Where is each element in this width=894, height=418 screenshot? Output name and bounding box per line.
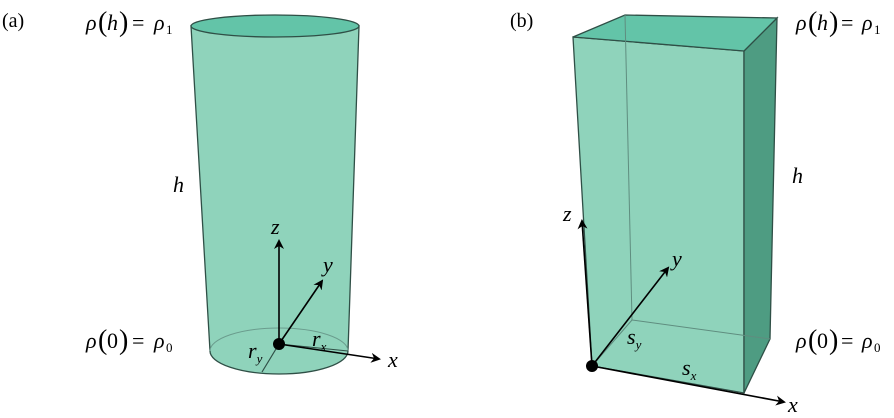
svg-text:ρ: ρ — [795, 10, 807, 35]
box-top-face — [572, 14, 779, 52]
radius-x-label: rx — [312, 326, 327, 354]
svg-text:0: 0 — [817, 328, 828, 353]
top-density-equation-b: ρ ( h ) = ρ 1 — [795, 7, 881, 38]
origin-point — [273, 338, 285, 350]
svg-text:=: = — [841, 328, 853, 353]
x-axis-arrow — [278, 343, 381, 363]
box-hidden-vertical-edge — [624, 14, 633, 321]
svg-text:h: h — [107, 10, 118, 35]
y-axis-label: y — [321, 252, 333, 277]
bottom-density-equation-b: ρ ( 0 ) = ρ 0 — [795, 325, 881, 356]
svg-text:=: = — [132, 10, 144, 35]
panel-b: (b) z y x sy sx h — [510, 7, 881, 417]
svg-text:0: 0 — [874, 340, 881, 355]
svg-text:ρ: ρ — [85, 328, 97, 353]
panel-b-label: (b) — [510, 10, 533, 32]
height-label: h — [173, 172, 184, 197]
svg-text:0: 0 — [166, 340, 173, 355]
axes-a: z y x — [270, 214, 398, 372]
svg-text:(: ( — [98, 325, 107, 356]
y-axis-label-b: y — [670, 246, 682, 271]
height-label-b: h — [792, 163, 803, 188]
origin-point-b — [586, 360, 598, 372]
y-axis-arrow — [278, 279, 324, 345]
radius-y-label: ry — [248, 338, 263, 366]
x-axis-label-b: x — [787, 392, 798, 417]
svg-text:ρ: ρ — [153, 328, 165, 353]
svg-text:): ) — [829, 7, 838, 38]
top-density-equation: ρ ( h ) = ρ 1 — [85, 7, 173, 38]
panel-a: (a) z y x rx ry h ρ — [2, 7, 398, 375]
svg-text:1: 1 — [166, 22, 173, 37]
svg-text:): ) — [119, 7, 128, 38]
x-axis-label: x — [387, 347, 398, 372]
y-axis-arrow-b — [591, 266, 670, 367]
cylinder-top-face — [190, 14, 360, 38]
box-front-face — [572, 36, 745, 394]
x-axis-arrow-b — [591, 365, 786, 406]
bottom-density-equation: ρ ( 0 ) = ρ 0 — [85, 325, 173, 356]
axes-b: z y x — [562, 201, 798, 417]
box-right-face — [743, 16, 778, 394]
panel-a-label: (a) — [2, 10, 24, 32]
svg-text:h: h — [817, 10, 828, 35]
svg-text:): ) — [829, 325, 838, 356]
cylinder-body — [190, 25, 360, 375]
svg-text:ρ: ρ — [861, 10, 873, 35]
svg-text:(: ( — [98, 7, 107, 38]
svg-text:0: 0 — [107, 328, 118, 353]
z-axis-arrow-b — [577, 219, 593, 367]
svg-text:ρ: ρ — [861, 328, 873, 353]
svg-text:ρ: ρ — [153, 10, 165, 35]
box-prism — [572, 14, 779, 394]
svg-text:=: = — [132, 328, 144, 353]
side-y-label: sy — [627, 324, 642, 352]
svg-text:=: = — [841, 10, 853, 35]
side-x-label: sx — [682, 355, 697, 383]
z-axis-label: z — [270, 214, 280, 239]
svg-text:ρ: ρ — [795, 328, 807, 353]
svg-text:): ) — [119, 325, 128, 356]
svg-text:ρ: ρ — [85, 10, 97, 35]
svg-text:(: ( — [808, 325, 817, 356]
svg-text:(: ( — [808, 7, 817, 38]
cylinder — [190, 14, 360, 375]
svg-text:1: 1 — [874, 22, 881, 37]
box-hidden-bottom-edge-x — [631, 319, 771, 340]
z-axis-label-b: z — [562, 201, 572, 226]
